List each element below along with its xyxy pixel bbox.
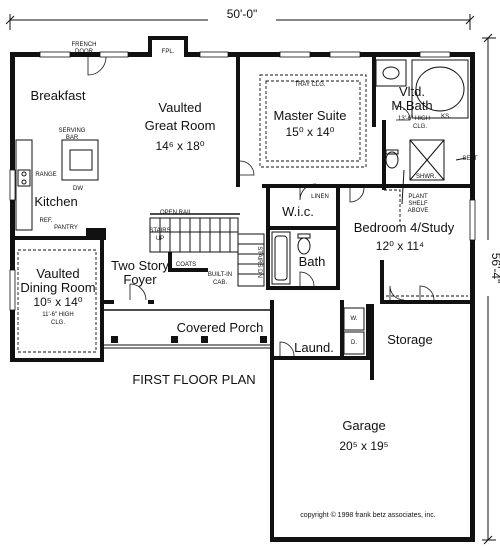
room-size-garage: 20⁵ x 19⁵ <box>339 439 388 453</box>
note-dryer: D. <box>351 340 357 346</box>
kitchen-counters <box>15 139 99 231</box>
note-plant-shelf-1: PLANT <box>408 194 428 200</box>
note-built-in-1: BUILT-IN <box>208 272 232 278</box>
windows <box>9 51 476 311</box>
note-open-rail: OPEN RAIL <box>160 210 193 216</box>
room-label-breakfast: Breakfast <box>31 88 86 103</box>
note-plant-shelf-3: ABOVE <box>408 208 429 214</box>
room-size-great-room: 14⁶ x 18⁰ <box>155 139 204 153</box>
note-built-in-2: CAB. <box>213 280 227 286</box>
shower <box>409 139 445 181</box>
doors <box>87 56 435 357</box>
note-serving-bar-1: SERVING <box>59 128 86 134</box>
room-label-foyer-line1: Two Story <box>111 258 169 273</box>
note-tray-ceiling: TRAY CLG. <box>294 82 325 88</box>
note-ks: KS. <box>441 114 451 120</box>
room-label-dining-line2: Dining Room <box>20 280 95 295</box>
room-label-master-bath-line1: Vltd. <box>399 84 425 99</box>
copyright-notice: copyright © 1998 frank betz associates, … <box>300 511 436 519</box>
note-ref: REF. <box>39 218 52 224</box>
room-label-great-room-line2: Great Room <box>145 118 216 133</box>
room-size-master-suite: 15⁰ x 14⁰ <box>286 125 335 139</box>
room-label-great-room-line1: Vaulted <box>158 100 201 115</box>
covered-porch-structure <box>104 309 270 349</box>
overall-width-label: 50'-0" <box>227 7 258 21</box>
note-dining-ceiling-2: CLG. <box>51 320 65 326</box>
room-label-garage: Garage <box>342 418 385 433</box>
note-stairs-up-2: UP <box>156 236 164 242</box>
interior-walls <box>15 57 474 380</box>
note-serving-bar-2: BAR <box>66 135 79 141</box>
note-stairs-down: STAIRS DN <box>256 246 262 278</box>
room-label-storage: Storage <box>387 332 433 347</box>
room-size-bedroom4: 12⁰ x 11⁴ <box>376 239 424 253</box>
note-master-bath-ceiling-1: 13'-6" HIGH <box>398 116 430 122</box>
stairs <box>149 213 265 287</box>
note-washer: W. <box>351 316 358 322</box>
note-french-door-1: FRENCH <box>72 42 97 48</box>
overall-depth-label: 56'-4" <box>489 253 500 284</box>
room-label-kitchen: Kitchen <box>34 194 77 209</box>
note-pantry: PANTRY <box>54 225 78 231</box>
hall-toilet <box>297 233 311 255</box>
note-range: RANGE <box>35 172 56 178</box>
note-coats: COATS <box>176 262 196 268</box>
note-dining-ceiling-1: 11'-6" HIGH <box>42 312 74 318</box>
master-vanity <box>375 59 407 87</box>
note-french-door-2: DOOR <box>75 49 94 55</box>
note-dw: DW <box>73 186 83 192</box>
note-master-bath-ceiling-2: CLG. <box>413 124 427 130</box>
note-linen: LINEN <box>311 194 329 200</box>
room-label-wic: W.i.c. <box>282 204 314 219</box>
note-shower: SHWR. <box>416 174 436 180</box>
washer-dryer <box>343 307 365 355</box>
hall-tub <box>271 231 291 285</box>
note-fireplace: FPL. <box>162 49 175 55</box>
room-label-master-bath-line2: M.Bath <box>391 98 432 113</box>
room-label-bath: Bath <box>299 254 326 269</box>
room-label-laundry: Laund. <box>294 340 334 355</box>
room-label-bedroom4: Bedroom 4/Study <box>354 220 455 235</box>
note-plant-shelf-2: SHELF <box>408 201 428 207</box>
tray-ceiling-outline <box>259 74 367 168</box>
note-stairs-up-1: STAIRS <box>149 228 170 234</box>
room-size-dining: 10⁵ x 14⁰ <box>33 295 82 309</box>
master-tub <box>411 59 469 119</box>
width-dimension: 50'-0" <box>5 6 475 30</box>
room-label-covered-porch: Covered Porch <box>177 320 264 335</box>
master-toilet <box>385 149 399 169</box>
room-label-master-suite: Master Suite <box>274 108 347 123</box>
plant-shelf-outline <box>384 189 401 225</box>
depth-dimension: 56'-4" <box>480 33 500 545</box>
plan-title: FIRST FLOOR PLAN <box>132 372 255 387</box>
room-label-dining-line1: Vaulted <box>36 266 79 281</box>
room-label-foyer-line2: Foyer <box>123 272 157 287</box>
note-seat: SEAT <box>462 156 478 162</box>
